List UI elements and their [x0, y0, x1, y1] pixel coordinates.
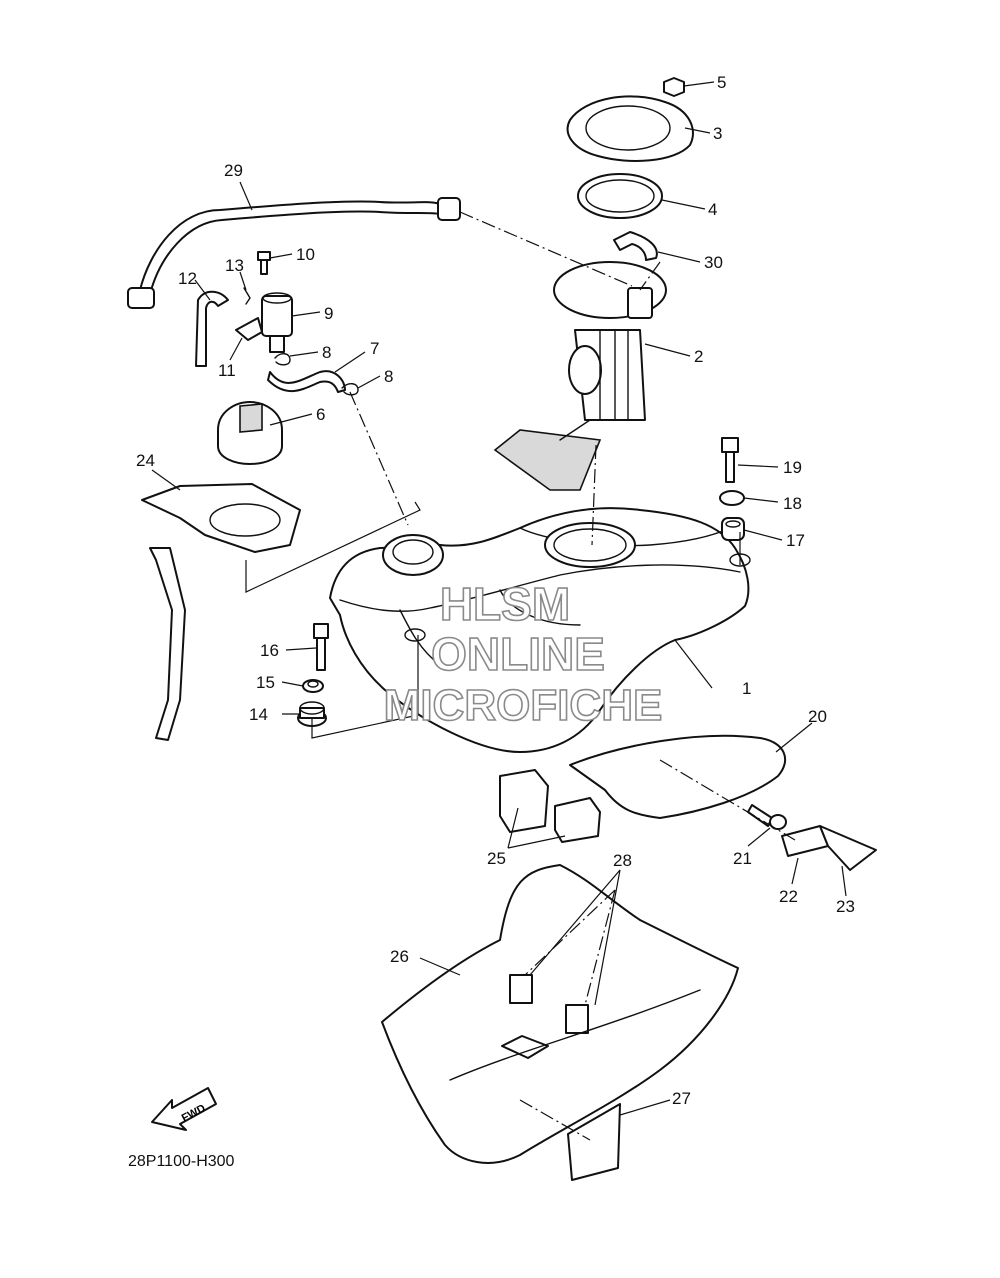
callout-18: 18 [783, 494, 802, 513]
callout-29: 29 [224, 161, 243, 180]
hose-7-part [267, 370, 346, 393]
callout-10: 10 [296, 245, 315, 264]
callout-14: 14 [249, 705, 268, 724]
connection-lines [349, 211, 796, 1141]
callout-11: 11 [218, 361, 236, 380]
callout-13: 13 [225, 256, 244, 275]
label-27-part [567, 1103, 621, 1181]
fwd-arrow-icon: FWD [151, 1087, 217, 1131]
collar-15-part [302, 679, 324, 693]
plate-22-part [781, 825, 877, 871]
callout-4: 4 [708, 200, 717, 219]
under-cover-26-part [381, 864, 739, 1164]
callout-23: 23 [836, 897, 855, 916]
callout-22: 22 [779, 887, 798, 906]
callout-8b: 8 [384, 367, 393, 386]
fuel-pump-part [493, 261, 667, 491]
clip-8-parts [274, 353, 359, 396]
fuel-cap-part [217, 401, 283, 465]
bolt-21-part [747, 804, 787, 830]
callout-26: 26 [390, 947, 409, 966]
grommet-17-part [721, 517, 745, 541]
damper-25-parts [499, 769, 601, 843]
callout-16: 16 [260, 641, 279, 660]
callout-12: 12 [178, 269, 197, 288]
diagram-code: 28P1100-H300 [128, 1153, 235, 1170]
callout-3: 3 [713, 124, 722, 143]
callout-19: 19 [783, 458, 802, 477]
callout-28: 28 [613, 851, 632, 870]
clip-13-part [243, 287, 251, 305]
callout-20: 20 [808, 707, 827, 726]
valve-part [261, 292, 293, 353]
callout-30: 30 [704, 253, 723, 272]
callout-25: 25 [487, 849, 506, 868]
callout-1: 1 [742, 679, 751, 698]
watermark-line-2: ONLINE [431, 628, 605, 680]
cover-20-part [569, 734, 787, 819]
gasket-part [577, 173, 663, 219]
callout-24: 24 [136, 451, 155, 470]
bolt-10-part [257, 251, 271, 275]
hose-end-29-part [127, 197, 461, 309]
leader-lines [151, 81, 847, 1116]
callout-9: 9 [324, 304, 333, 323]
breather-24-part [141, 483, 301, 741]
bolt-16-part [313, 623, 329, 671]
watermark-line-3: MICROFICHE [384, 681, 663, 730]
callout-7: 7 [370, 339, 379, 358]
fuel-tank-part [329, 507, 751, 753]
assembly-brackets [245, 501, 741, 739]
nut-part [663, 77, 685, 97]
callout-21: 21 [733, 849, 752, 868]
callout-27: 27 [672, 1089, 691, 1108]
pump-plate-part [566, 95, 694, 162]
bolt-19-part [721, 437, 739, 483]
callout-numbers: 1 2 3 4 5 6 7 8 8 9 10 11 12 13 14 15 16… [136, 73, 855, 1108]
callout-5: 5 [717, 73, 726, 92]
collar-18-part [719, 490, 745, 506]
callout-17: 17 [786, 531, 805, 550]
watermark-line-1: HLSM [440, 578, 570, 630]
bracket-part [235, 317, 263, 341]
callout-6: 6 [316, 405, 325, 424]
joint-30-part [613, 231, 658, 261]
callout-8a: 8 [322, 343, 331, 362]
callout-15: 15 [256, 673, 275, 692]
callout-2: 2 [694, 347, 703, 366]
hose-12-part [195, 290, 229, 367]
